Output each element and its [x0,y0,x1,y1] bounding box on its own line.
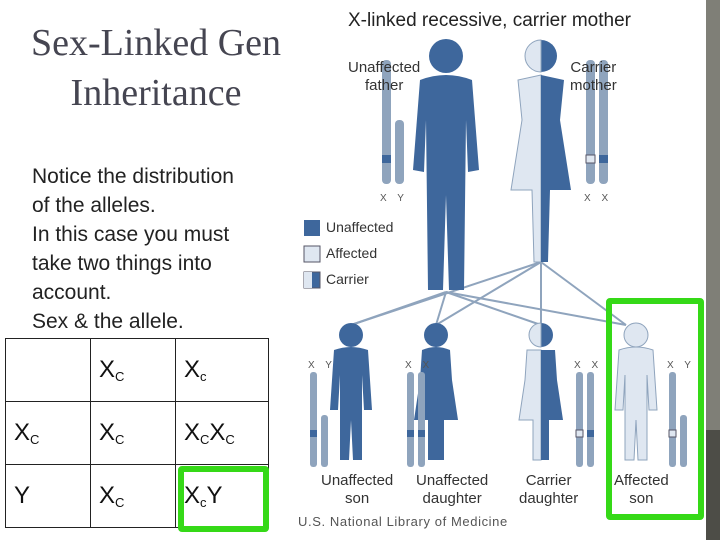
punnett-corner-cell [5,338,91,402]
punnett-square: XC Xc XC XC XCXC Y XC XcY [5,338,269,528]
note-line: In this case you must [32,223,230,246]
figure-credit: U.S. National Library of Medicine [298,514,508,529]
legend-affected: Affected [326,245,378,261]
punnett-row: Y XC XcY [5,464,269,528]
punnett-cell: XC [90,464,176,528]
punnett-header-cell: Xc [175,338,269,402]
note-line: account. [32,281,112,304]
punnett-cell: XcY [175,464,269,528]
note-line: of the alleles. [32,194,156,217]
note-line: Notice the distribution [32,165,234,188]
punnett-row: XC XC XCXC [5,401,269,465]
child3-chrom-label: X X [574,360,603,371]
highlight-box-affected-cell [178,466,269,532]
child1-chrom-label: X Y [308,360,336,371]
child-unaffected-son [330,323,372,460]
mother-chrom-label: X X [584,193,613,204]
punnett-cell: XCXC [175,401,269,465]
note-line: Sex & the allele. [32,310,184,333]
legend-swatches [303,220,321,289]
inheritance-lines [350,261,627,326]
slide-notes: Notice the distribution of the alleles. … [32,162,292,336]
chromosomes-father [382,60,404,184]
figure-title: X-linked recessive, carrier mother [348,10,631,31]
note-line: take two things into [32,252,212,275]
punnett-row-label: Y [5,464,91,528]
title-line-1: Sex-Linked Gen [30,22,282,64]
punnett-cell: XC [90,401,176,465]
slide-frame-corner [705,430,720,540]
child4-chrom-label: X Y [667,360,695,371]
slide-frame-right [705,0,720,540]
child-chromosomes [310,372,687,467]
punnett-header-row: XC Xc [5,338,269,402]
child-affected-son [614,322,658,461]
punnett-header-cell: XC [90,338,176,402]
chromosomes-mother [585,60,608,184]
pedigree-illustration [296,0,706,540]
father-chrom-label: X Y [380,193,408,204]
legend-unaffected: Unaffected [326,219,394,235]
highlight-box-affected-son [606,298,704,520]
legend-carrier: Carrier [326,271,369,287]
child2-chrom-label: X X [405,360,434,371]
child-carrier-daughter [518,322,563,461]
father-figure [413,39,479,290]
inheritance-figure: X-linked recessive, carrier mother Unaff… [296,0,706,540]
title-line-2: Inheritance [70,72,242,114]
mother-figure [510,39,571,263]
slide-title: Sex-Linked Gen Inheritance [6,18,306,118]
punnett-row-label: XC [5,401,91,465]
